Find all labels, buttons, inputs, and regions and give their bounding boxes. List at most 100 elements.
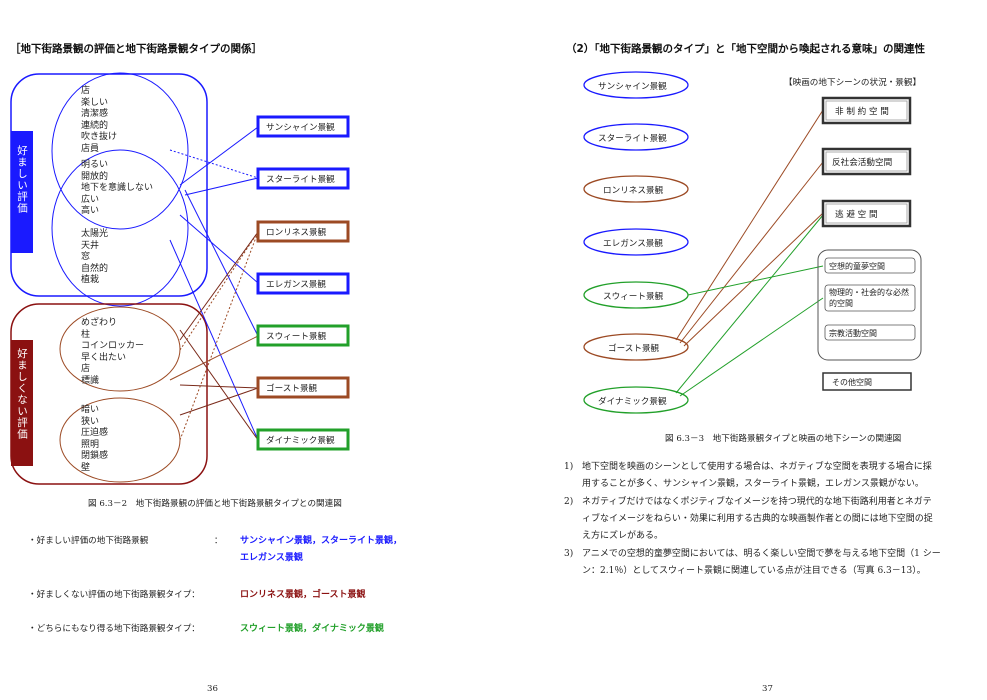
scene-header: 【映画の地下シーンの状況・景観】: [784, 78, 922, 88]
note-1-num: 1): [564, 462, 574, 472]
scene-box-escape: [821, 199, 912, 228]
rtype-label-lonliness: ロンリネス景観: [603, 186, 664, 196]
line-pos-dynamic: [169, 239, 259, 441]
type-ellipse-sunshine: [583, 71, 689, 99]
summary-negative-value: ロンリネス景観，ゴースト景観: [240, 590, 366, 600]
type-box-ghost: [256, 376, 350, 399]
summary-negative-label: ・好ましくない評価の地下街路景観タイプ：: [28, 590, 200, 600]
rline-sweet-fantasy: [687, 265, 824, 296]
rline-dynamic-escape: [675, 214, 824, 394]
type-ellipse-elegance: [583, 228, 689, 256]
line-pos-starlight-2: [184, 177, 259, 196]
type-box-dynamic: [256, 428, 350, 451]
rline-ghost-antisocial: [679, 161, 824, 344]
left-heading: ［地下街路景観の評価と地下街路景観タイプの関係］: [10, 43, 262, 55]
type-label-lonliness: ロンリネス景観: [266, 228, 327, 238]
scene-label-antisocial: 反社会活動空間: [832, 158, 893, 168]
type-label-sunshine: サンシャイン景観: [266, 123, 335, 133]
scene-label-physical-1: 物理的・社会的な必然: [829, 288, 909, 297]
type-label-ghost: ゴースト景観: [266, 384, 318, 394]
type-label-dynamic: ダイナミック景観: [266, 436, 335, 446]
right-type-ellipses: [583, 71, 689, 414]
note-1-line2: 用することが多く、サンシャイン景観，スターライト景観，エレガンス景観がない。: [582, 479, 924, 489]
scene-label-nonconstraint: 非 制 約 空 間: [835, 107, 889, 117]
note-2-num: 2): [564, 497, 574, 507]
positive-ellipse-bottom: [51, 149, 189, 307]
rtype-label-sweet: スウィート景観: [603, 292, 664, 302]
negative-words-top: めざわり 柱 コインロッカー 早く出たい 店 標識: [81, 318, 145, 386]
positive-words-mid: 明るい 開放的 地下を意識しない 広い 高い: [81, 160, 154, 216]
line-neg-ghost: [179, 384, 259, 389]
negative-ellipse-bottom: [59, 397, 181, 483]
note-3-line2: ン：2.1％）としてスウィート景観に関連している点が注目できる（写真 6.3－1…: [582, 566, 926, 576]
rtype-label-dynamic: ダイナミック景観: [598, 397, 667, 407]
summary-positive-colon: ：: [214, 536, 223, 546]
note-2-line3: え方にズレがある。: [582, 531, 664, 541]
negative-label: 好ましくない評価: [16, 348, 28, 440]
scene-box-other: [822, 372, 912, 391]
scene-label-other: その他空間: [832, 378, 872, 387]
right-heading: （2）「地下街路景観のタイプ」と「地下空間から喚起される意味」の関連性: [566, 43, 926, 55]
type-box-elegance: [256, 272, 350, 295]
positive-label-bar: 好ましい評価: [11, 131, 33, 253]
type-box-lonliness: [256, 220, 350, 243]
type-ellipse-lonliness: [583, 175, 689, 203]
scene-group-frame: [817, 249, 922, 361]
rline-dynamic-physical: [679, 297, 824, 397]
line-neg-lonliness-2: [179, 231, 259, 441]
positive-words-top: 店 楽しい 清潔感 連続的 吹き抜け 店員: [81, 86, 118, 154]
line-pos-sweet: [184, 189, 259, 337]
line-pos-starlight: [169, 149, 259, 179]
summary-positive-value-1: サンシャイン景観，スターライト景観，: [240, 536, 403, 546]
negative-label-bar: 好ましくない評価: [11, 340, 33, 466]
rline-ghost-nonconstraint: [675, 109, 824, 341]
type-box-sunshine: [256, 115, 350, 138]
scene-box-fantasy: [824, 257, 916, 274]
right-connection-lines: [675, 109, 824, 397]
scene-box-physical: [824, 284, 916, 312]
scene-box-nonconstraint: [821, 96, 912, 125]
negative-ellipse-top: [59, 306, 181, 392]
type-label-starlight: スターライト景観: [266, 175, 335, 185]
line-neg-ghost-2: [179, 387, 259, 416]
note-2-line2: ィブなイメージをねらい・効果に利用する古典的な映画製作者との間には地下空間の捉: [582, 514, 933, 524]
type-box-starlight: [256, 167, 350, 190]
line-neg-dynamic: [179, 329, 259, 441]
note-2-line1: ネガティブだけではなくポジティブなイメージを持つ現代的な地下街路利用者とネガテ: [582, 497, 932, 507]
positive-words-bottom: 太陽光 天井 窓 自然的 植栽: [81, 229, 109, 285]
note-1-line1: 地下空間を映画のシーンとして使用する場合は、ネガティブな空間を表現する場合に採: [582, 462, 932, 472]
scene-label-fantasy: 空想的童夢空間: [829, 262, 885, 271]
rtype-label-sunshine: サンシャイン景観: [598, 82, 667, 92]
left-page-number: 36: [207, 684, 218, 694]
summary-positive-label: ・好ましい評価の地下街路景観: [28, 536, 149, 546]
type-box-sweet: [256, 324, 350, 347]
positive-ellipse-top: [51, 72, 189, 230]
scene-label-religious: 宗教活動空間: [829, 329, 877, 338]
right-caption: 図 6.3－3 地下街路景観タイプと映画の地下シーンの関連図: [665, 434, 902, 444]
negative-words-bottom: 暗い 狭い 圧迫感 照明 閉鎖感 壁: [81, 405, 109, 473]
summary-positive-value-2: エレガンス景観: [240, 553, 303, 563]
line-neg-lonliness: [179, 231, 259, 351]
left-type-boxes: [256, 115, 350, 451]
type-ellipse-dynamic: [583, 386, 689, 414]
rtype-label-starlight: スターライト景観: [598, 134, 667, 144]
left-connection-lines: [169, 126, 259, 441]
line-pos-sunshine: [179, 126, 259, 186]
line-neg-sweet: [169, 335, 259, 381]
left-caption: 図 6.3－2 地下街路景観の評価と地下街路景観タイプとの関連図: [88, 499, 342, 509]
scene-box-religious: [824, 324, 916, 341]
note-3-num: 3): [564, 549, 574, 559]
scene-label-escape: 逃 避 空 間: [835, 210, 878, 220]
scene-box-antisocial: [821, 147, 912, 176]
type-label-sweet: スウィート景観: [266, 332, 327, 342]
line-neg-lonliness-3: [179, 231, 259, 341]
note-3-line1: アニメでの空想的童夢空間においては、明るく楽しい空間で夢を与える地下空間（1 シ…: [582, 549, 941, 559]
type-ellipse-ghost: [583, 333, 689, 361]
summary-both-value: スウィート景観，ダイナミック景観: [240, 624, 384, 634]
type-label-elegance: エレガンス景観: [266, 280, 326, 290]
rline-ghost-escape: [683, 212, 824, 347]
rtype-label-ghost: ゴースト景観: [608, 344, 660, 354]
summary-both-label: ・どちらにもなり得る地下街路景観タイプ：: [28, 624, 200, 634]
right-scene-boxes: [817, 96, 922, 391]
